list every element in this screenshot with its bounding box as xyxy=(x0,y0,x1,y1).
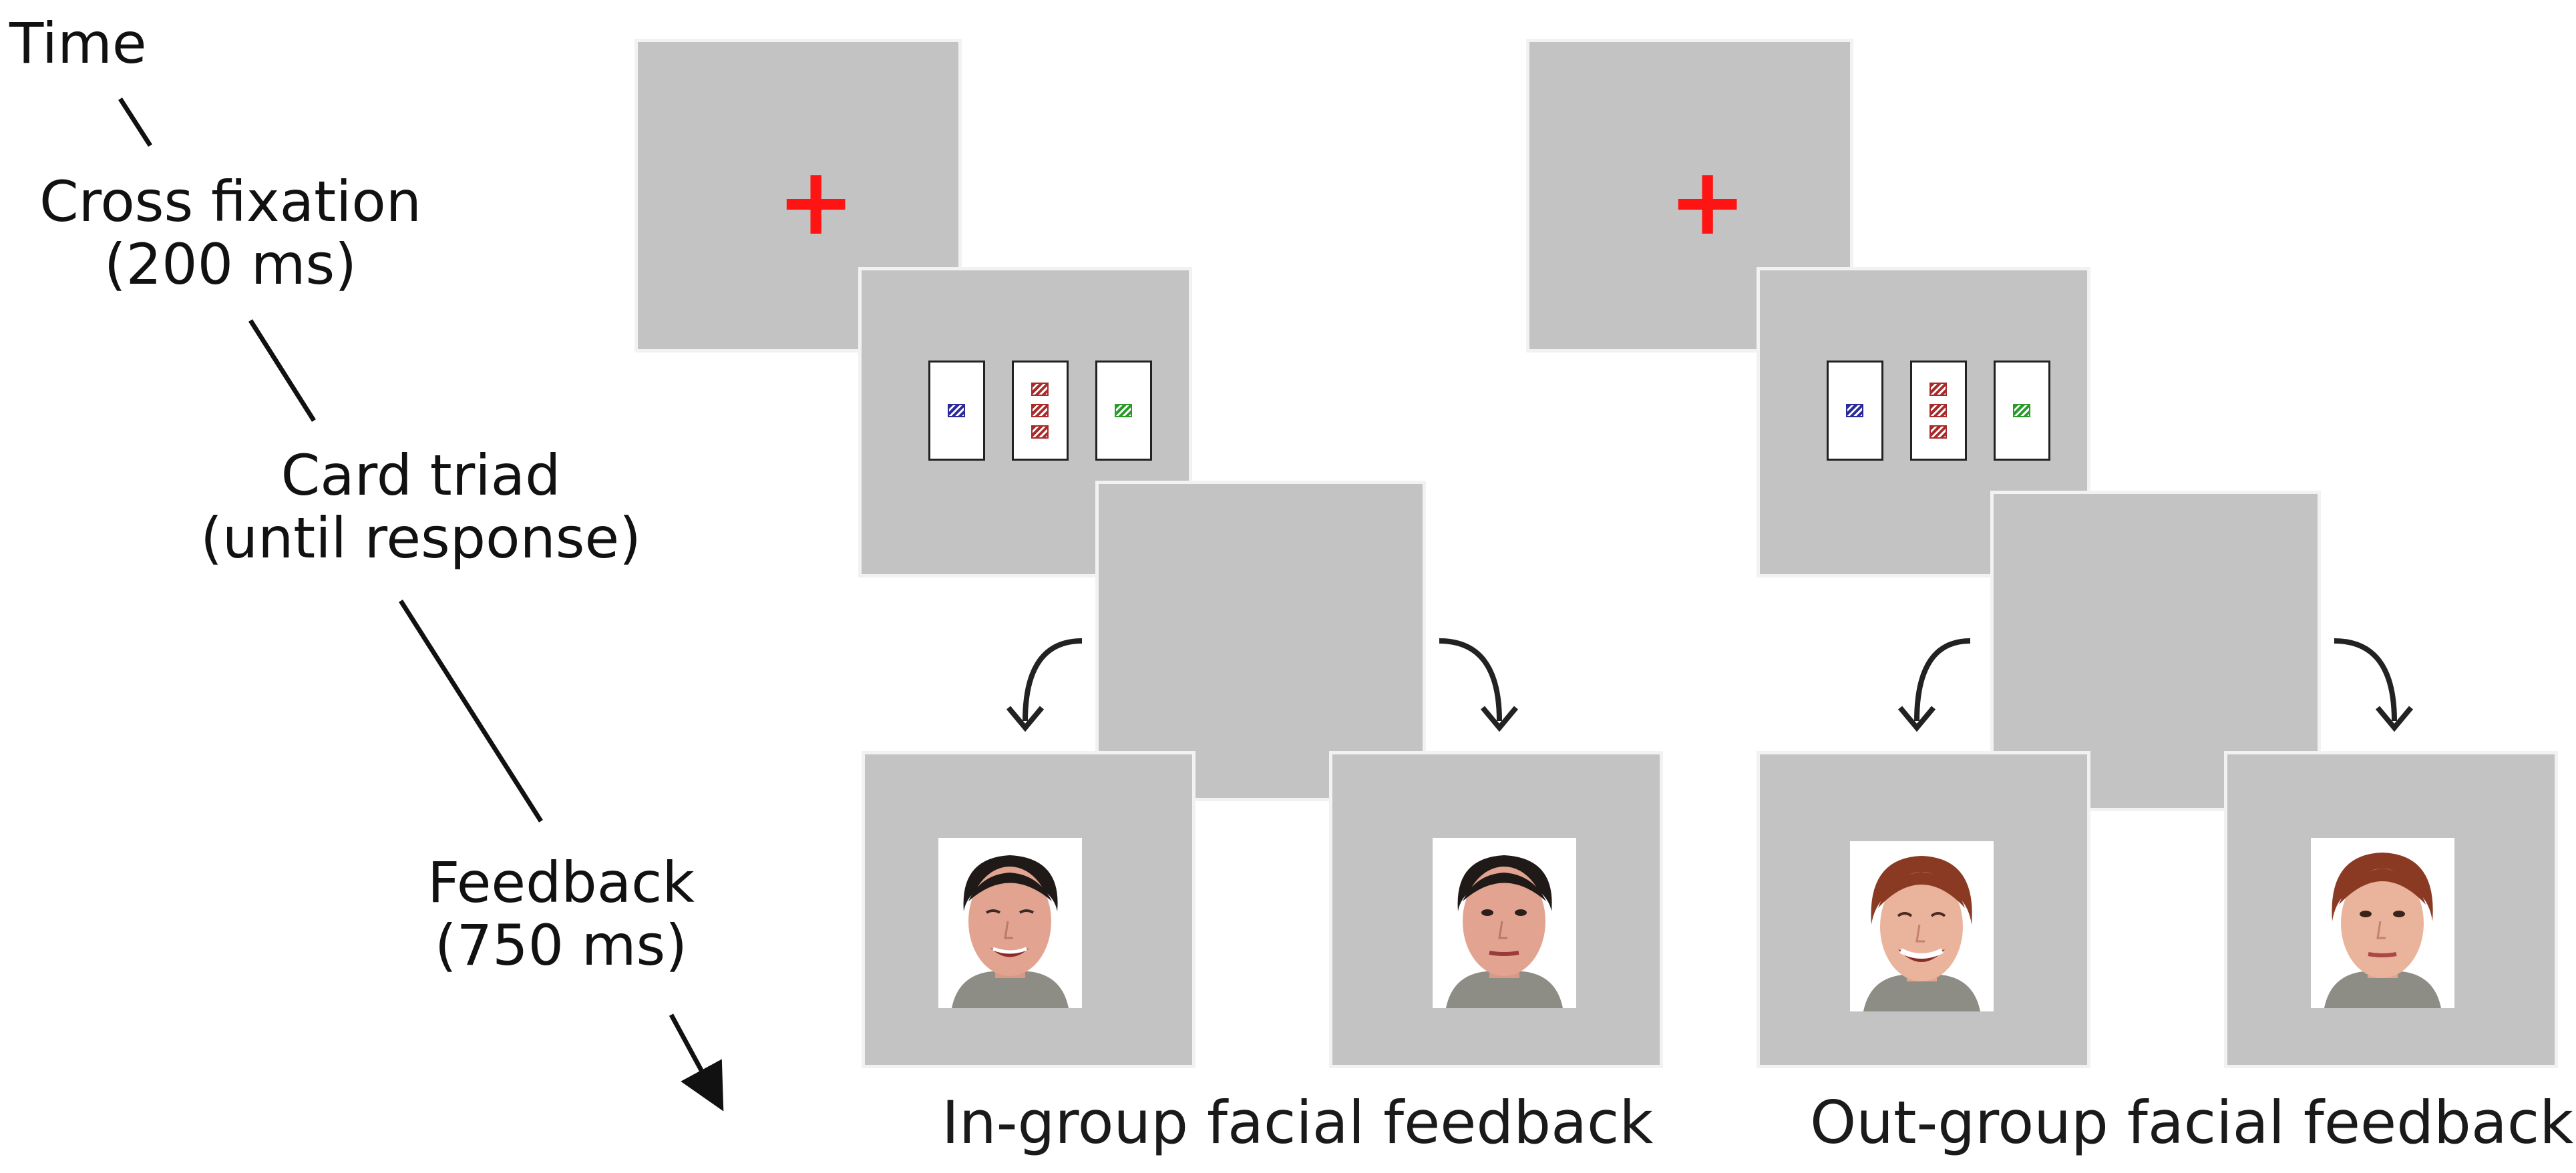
feedback-screen-happy xyxy=(862,751,1195,1068)
arrowhead-icon xyxy=(1897,706,1936,732)
fixation-cross: + xyxy=(777,148,856,256)
response-screen xyxy=(1095,481,1426,801)
card-symbol xyxy=(1929,425,1947,439)
card-symbol xyxy=(2013,404,2030,417)
stage-card-triad: Card triad (until response) xyxy=(154,444,688,569)
card-triad-screen xyxy=(1757,267,2090,577)
card-symbol xyxy=(948,404,965,417)
face-photo-happy xyxy=(938,838,1082,1008)
face-photo-happy xyxy=(1850,841,1994,1011)
stage-name: Cross fixation xyxy=(39,169,421,234)
branch-arrow-right-in-group xyxy=(1439,638,1502,722)
card-symbol xyxy=(1031,425,1049,439)
timeline-segment-3 xyxy=(399,600,543,823)
timeline-segment-2 xyxy=(248,319,316,422)
branch-arrow-right-out-group xyxy=(2334,638,2397,722)
arrowhead-icon xyxy=(2375,706,2414,732)
arrowhead-icon xyxy=(1006,706,1045,732)
card-3 xyxy=(1095,361,1152,461)
branch-arrow-left-in-group xyxy=(1023,638,1083,722)
stage-duration: (750 ms) xyxy=(434,913,688,979)
timeline-segment-1 xyxy=(118,97,152,147)
card-symbol xyxy=(1115,404,1132,417)
card-2 xyxy=(1910,361,1967,461)
card-symbol xyxy=(1929,383,1947,396)
face-neutral-icon xyxy=(2324,853,2441,1008)
timeline-arrow xyxy=(669,1013,724,1112)
branch-arrow-left-out-group xyxy=(1914,638,1971,722)
out-group-caption: Out-group facial feedback xyxy=(1810,1088,2574,1157)
arrowhead-icon xyxy=(1480,706,1519,732)
time-label: Time xyxy=(9,11,147,76)
card-3 xyxy=(1994,361,2050,461)
feedback-screen-neutral xyxy=(2224,751,2558,1068)
stage-duration: (200 ms) xyxy=(104,232,357,298)
face-photo-neutral xyxy=(2311,838,2454,1008)
in-group-caption: In-group facial feedback xyxy=(942,1088,1654,1157)
card-symbol xyxy=(1031,383,1049,396)
card-symbol xyxy=(1846,404,1863,417)
card-symbol xyxy=(1929,404,1947,417)
face-photo-neutral xyxy=(1433,838,1576,1008)
stage-duration: (until response) xyxy=(200,505,641,571)
feedback-screen-neutral xyxy=(1329,751,1663,1068)
stage-name: Card triad xyxy=(281,443,561,508)
stage-feedback: Feedback (750 ms) xyxy=(394,851,728,977)
stage-cross-fixation: Cross fixation (200 ms) xyxy=(30,170,431,296)
face-happy-icon xyxy=(952,855,1069,1008)
fixation-cross: + xyxy=(1668,148,1747,256)
feedback-screen-happy xyxy=(1757,751,2090,1068)
card-2 xyxy=(1012,361,1069,461)
stage-name: Feedback xyxy=(427,850,695,915)
card-symbol xyxy=(1031,404,1049,417)
card-1 xyxy=(1827,361,1883,461)
card-1 xyxy=(928,361,985,461)
face-neutral-icon xyxy=(1446,855,1563,1008)
face-happy-icon xyxy=(1863,856,1980,1011)
